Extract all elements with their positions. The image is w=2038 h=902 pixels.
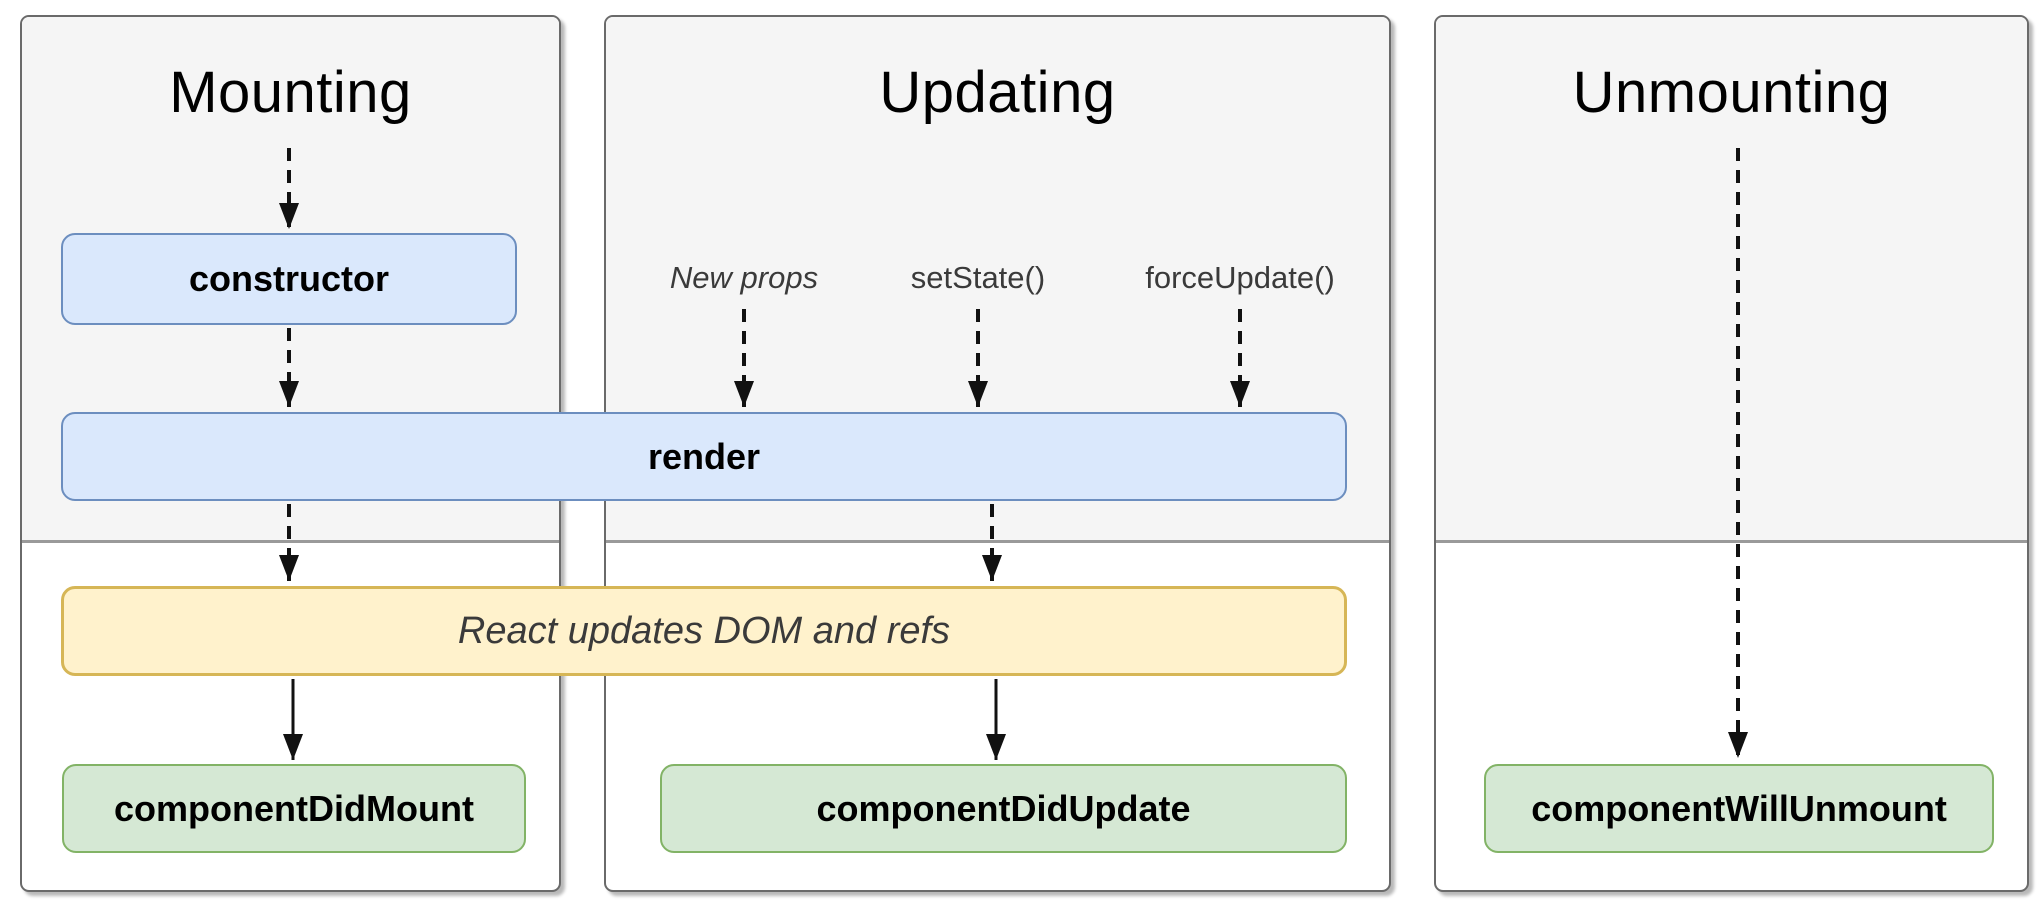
new-props-label: New props xyxy=(669,260,819,295)
force-update-label: forceUpdate() xyxy=(1145,260,1335,295)
react-updates-dom-node: React updates DOM and refs xyxy=(61,586,1347,676)
render-node: render xyxy=(61,412,1347,501)
set-state-label: setState() xyxy=(910,260,1046,295)
updating-title: Updating xyxy=(879,60,1116,125)
react-updates-dom-node-label: React updates DOM and refs xyxy=(457,609,951,652)
component-will-unmount-node-label: componentWillUnmount xyxy=(1531,787,1947,829)
constructor-node: constructor xyxy=(61,233,517,325)
mounting-title: Mounting xyxy=(169,60,412,125)
unmounting-render-phase-area xyxy=(1436,17,2027,543)
constructor-node-label: constructor xyxy=(188,258,390,299)
component-did-update-node-label: componentDidUpdate xyxy=(816,787,1191,829)
render-node-label: render xyxy=(647,435,761,477)
component-did-mount-node: componentDidMount xyxy=(62,764,526,853)
unmounting-title: Unmounting xyxy=(1572,60,1891,125)
component-did-update-node: componentDidUpdate xyxy=(660,764,1347,853)
component-will-unmount-node: componentWillUnmount xyxy=(1484,764,1994,853)
component-did-mount-node-label: componentDidMount xyxy=(114,787,474,829)
unmounting-phase-panel xyxy=(1434,15,2029,892)
